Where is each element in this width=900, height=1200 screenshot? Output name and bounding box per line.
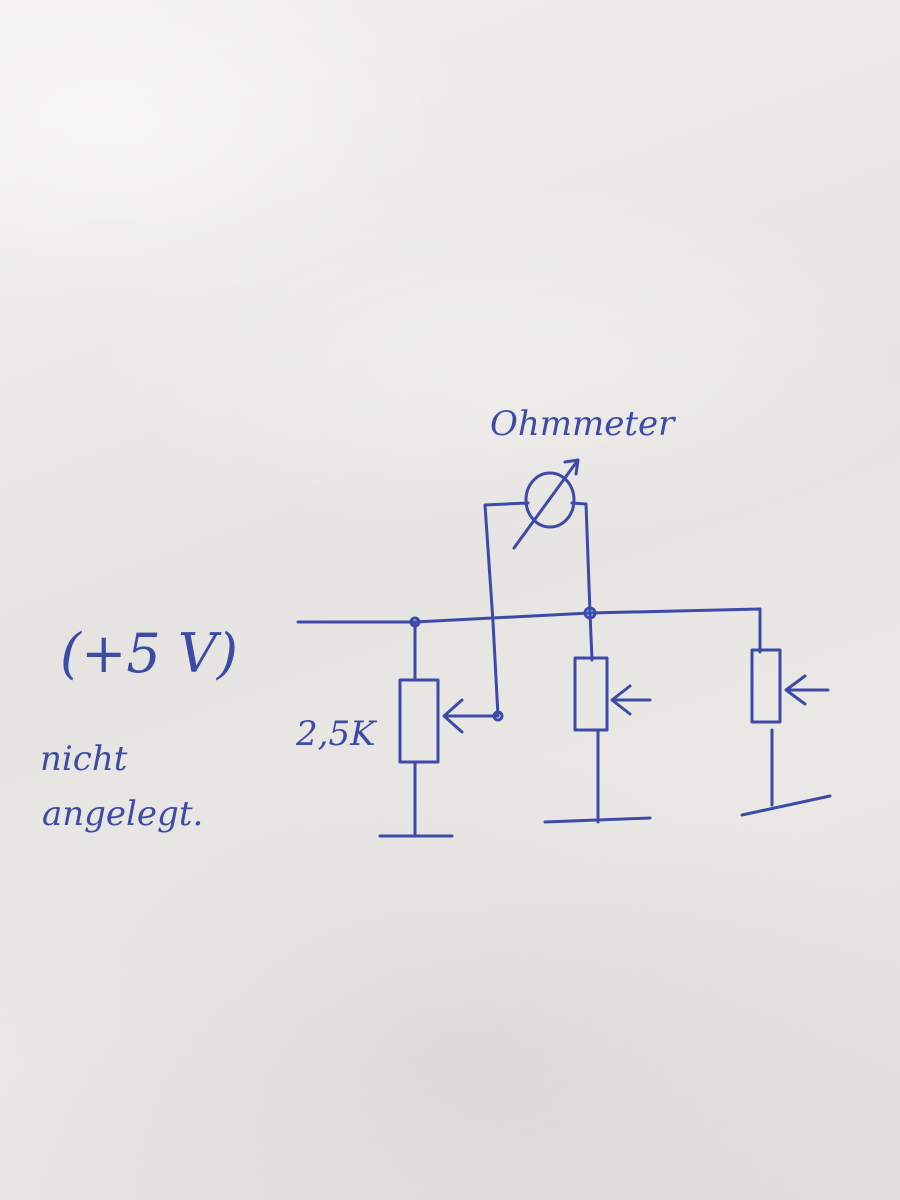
pot3-body [750, 648, 782, 724]
pot1-body [398, 678, 440, 764]
supply-note-line2: angelegt. [42, 794, 203, 834]
supply-rail-wire [296, 607, 762, 624]
pot2-body [573, 656, 609, 732]
resistor-value-label: 2,5K [295, 714, 378, 754]
potentiometer-1 [378, 620, 504, 838]
ground-symbol-2 [543, 816, 652, 824]
pot2-wiper-arrow [610, 684, 652, 716]
meter-needle-arrowhead [563, 458, 580, 476]
ohmmeter-left-lead [483, 501, 530, 718]
ohmmeter-symbol [512, 458, 580, 550]
meter-circle [524, 471, 576, 529]
pot2-top-lead [588, 611, 594, 662]
supply-note-line1: nicht [40, 739, 128, 779]
potentiometer-2 [543, 611, 652, 824]
ohmmeter-right-lead [570, 501, 592, 615]
ground-symbol-3 [740, 794, 832, 817]
pot3-wiper-arrow [784, 674, 830, 706]
pot1-wiper-arrow [442, 698, 499, 734]
ohmmeter-label: Ohmmeter [490, 404, 676, 444]
meter-needle [512, 458, 580, 550]
potentiometer-3 [740, 620, 832, 817]
supply-label: (+5 V) [60, 622, 238, 685]
